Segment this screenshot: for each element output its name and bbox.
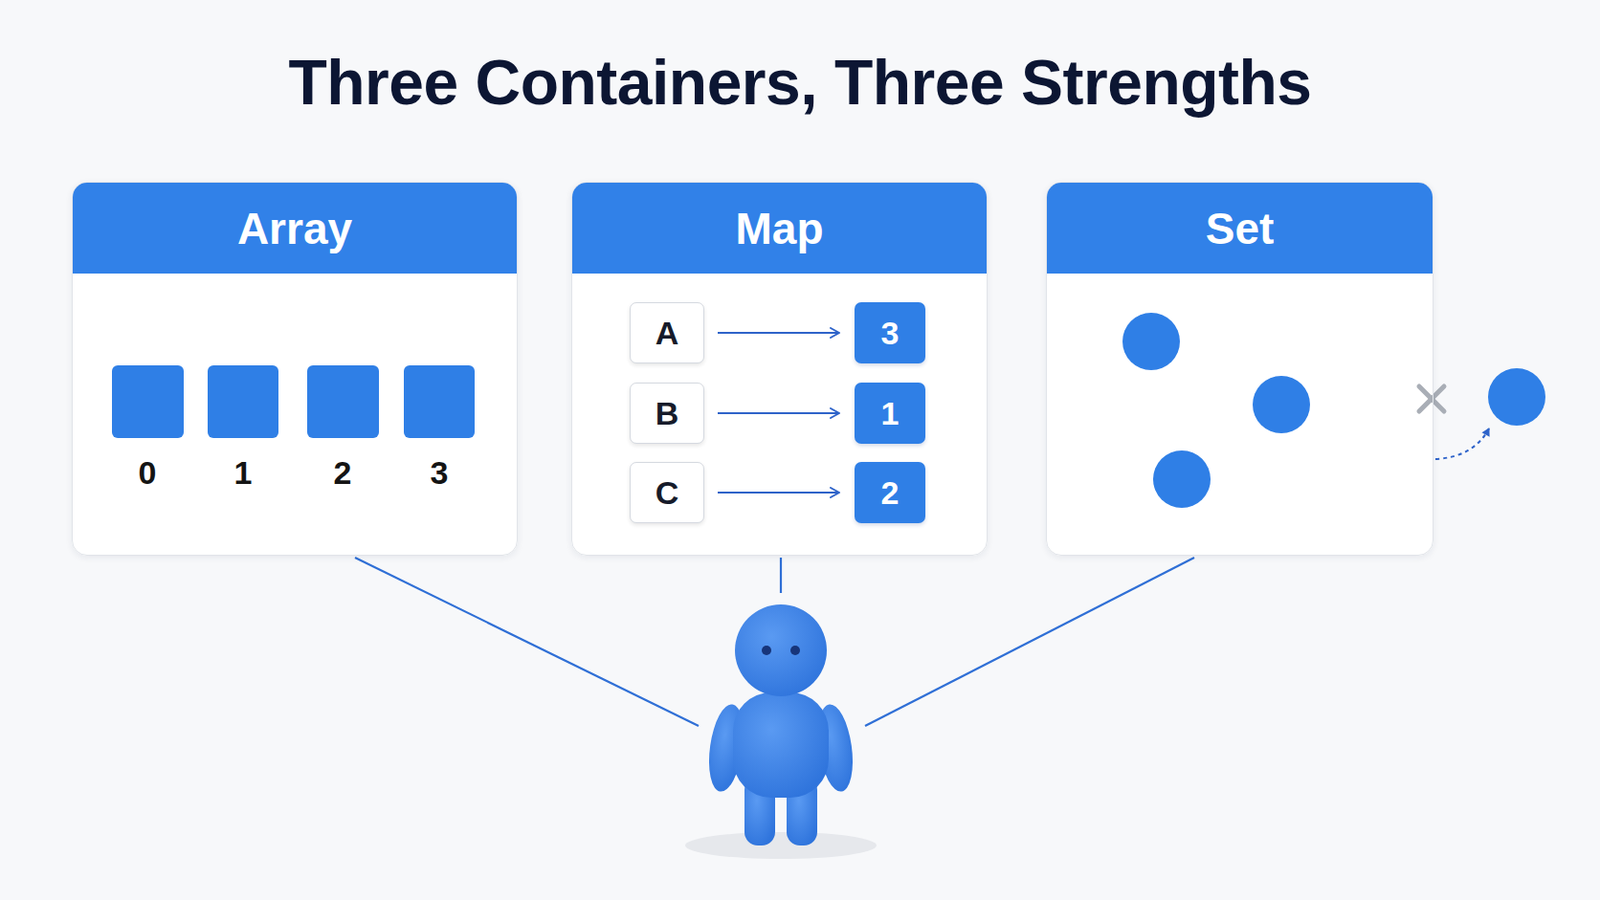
container-panel: MapA 3B 1C 2: [571, 181, 988, 556]
set-elements: [1122, 312, 1311, 509]
key-text: A: [655, 314, 680, 353]
link-line: [355, 557, 699, 727]
panel-header: Map: [572, 182, 987, 274]
index-number: 2: [333, 454, 353, 492]
duplicate-element: [1488, 368, 1546, 426]
card-fill: [1045, 181, 1434, 556]
container-panel: Array: [71, 181, 518, 556]
value-text: 1: [881, 395, 900, 433]
map-key: B: [629, 382, 705, 445]
panel-header: Set: [1046, 182, 1433, 274]
index-number: 3: [430, 454, 449, 492]
index-number: 0: [138, 454, 157, 492]
connector-layer: [717, 333, 840, 493]
array-cells: [111, 365, 475, 439]
bounce-arrow: [1435, 428, 1489, 460]
value-text: 3: [881, 314, 900, 353]
clay-figure: [685, 604, 877, 860]
value-text: 2: [881, 474, 900, 512]
map-value: 2: [854, 462, 926, 524]
key-text: C: [655, 474, 680, 512]
map-key: A: [629, 302, 705, 364]
index-number: 1: [234, 454, 253, 492]
title: Three Containers, Three Strengths: [0, 45, 1600, 119]
container-panel: Set: [1045, 181, 1434, 556]
map-key: C: [629, 462, 705, 524]
link-line: [779, 557, 782, 594]
map-arrow: [717, 491, 840, 494]
map-value: 3: [854, 302, 926, 364]
map-arrow: [717, 412, 840, 415]
key-text: B: [655, 395, 680, 433]
card-fills: [71, 181, 1434, 556]
panel-header: Array: [72, 182, 517, 274]
map-value: 1: [854, 382, 926, 445]
card-fill: [571, 181, 988, 556]
card-fill: [71, 181, 518, 556]
map-arrow: [717, 332, 840, 334]
link-line: [865, 557, 1195, 727]
illustration: [111, 312, 1546, 860]
reject-mark: [1419, 386, 1445, 412]
